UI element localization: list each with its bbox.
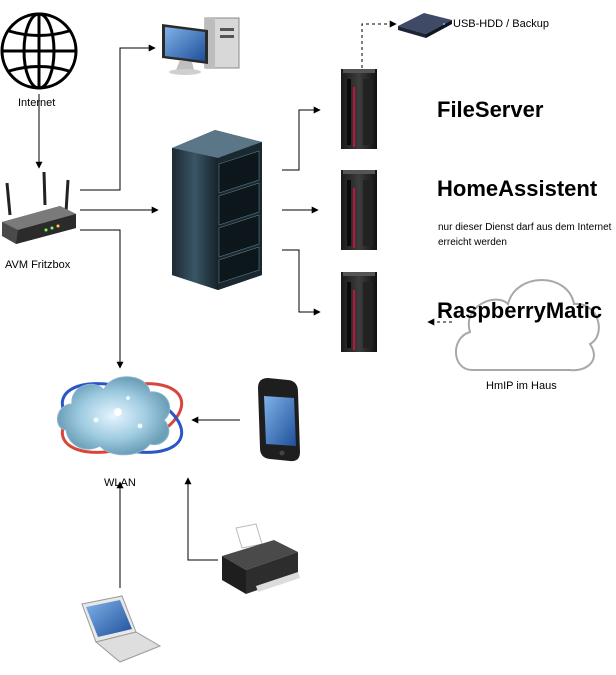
homeassistent-note: nur dieser Dienst darf aus dem Internet …: [438, 222, 612, 248]
external-drive-icon: [398, 13, 452, 38]
tower-server-icon: [341, 69, 377, 352]
link-printer-wlan: [184, 477, 218, 561]
link-rack-fileserver: [282, 106, 321, 171]
hmip-label: HmIP im Haus: [486, 380, 557, 392]
wireless-cloud-icon: [57, 376, 184, 456]
fileserver-label: FileServer: [437, 97, 544, 122]
link-fileserver-usbhdd: [361, 20, 397, 68]
wlan-label: WLAN: [104, 477, 136, 489]
connectors: [35, 20, 452, 588]
usb-hdd-label: USB-HDD / Backup: [453, 18, 549, 30]
router-icon: [2, 171, 76, 244]
router-label: AVM Fritzbox: [5, 259, 71, 271]
globe-icon: [0, 12, 78, 90]
raspberrymatic-label: RaspberryMatic: [437, 298, 603, 323]
desktop-pc-icon: [162, 17, 240, 75]
laptop-icon: [81, 595, 162, 663]
cloud-icon: [455, 279, 600, 372]
homeassistent-label: HomeAssistent: [437, 176, 598, 201]
smartphone-icon: [258, 378, 300, 462]
printer-icon: [222, 523, 300, 594]
link-router-wlan: [80, 229, 124, 369]
link-router-desktop: [80, 44, 156, 191]
internet-label: Internet: [18, 97, 56, 109]
server-rack-icon: [172, 130, 262, 290]
link-rack-raspberrymatic: [282, 249, 321, 316]
